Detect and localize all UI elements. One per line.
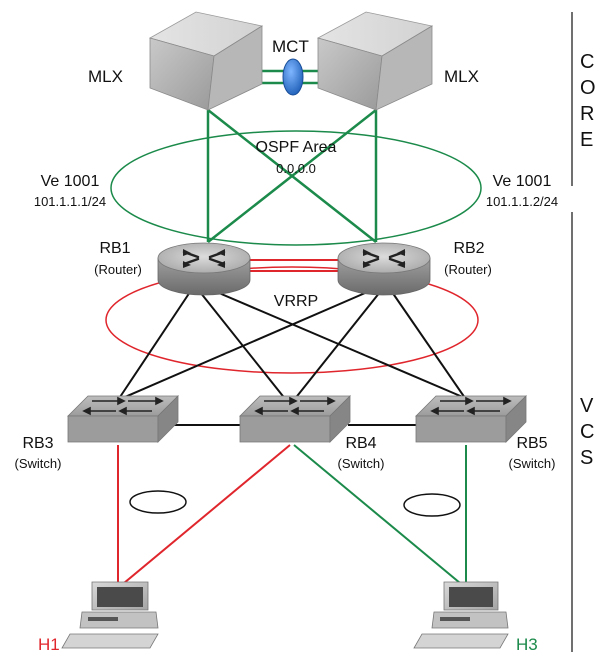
ospf-area-id: 0.0.0.0 (276, 161, 316, 176)
core-letter: C (580, 51, 594, 73)
router-rb2-icon (337, 242, 431, 296)
rb1-role-label: (Router) (94, 262, 142, 277)
rb3-role-label: (Switch) (15, 456, 62, 471)
core-letter: O (580, 77, 596, 99)
rb3-name-label: RB3 (22, 435, 53, 452)
host-h3-computer-icon (413, 581, 509, 649)
switch-rb4-icon (239, 395, 351, 443)
mlx-left-cube (148, 11, 264, 111)
router-rb1-icon (157, 242, 251, 296)
h1-label: H1 (38, 635, 60, 654)
mct-label: MCT (272, 37, 309, 56)
switch-rb5-icon (415, 395, 527, 443)
lag-ellipse-h1 (129, 490, 187, 514)
vcs-letter: S (580, 447, 593, 469)
rb2-role-label: (Router) (444, 262, 492, 277)
left-ip-label: 101.1.1.1/24 (34, 194, 106, 209)
switch-rb3-icon (67, 395, 179, 443)
rb1-name-label: RB1 (99, 240, 130, 257)
ospf-area-ellipse (110, 130, 482, 246)
host-links (117, 444, 467, 589)
h3-label: H3 (516, 635, 538, 654)
vrrp-ellipse (105, 266, 479, 374)
left-ve-label: Ve 1001 (41, 173, 100, 190)
core-side-label: C O R E (580, 51, 596, 151)
rb5-role-label: (Switch) (509, 456, 556, 471)
mlx-left-label: MLX (88, 67, 123, 86)
host-h1-computer-icon (61, 581, 159, 649)
router-interlink (244, 259, 342, 272)
right-ip-label: 101.1.1.2/24 (486, 194, 558, 209)
mct-icon (282, 58, 304, 96)
core-letter: R (580, 103, 594, 125)
rb4-role-label: (Switch) (338, 456, 385, 471)
rb4-name-label: RB4 (345, 435, 376, 452)
vcs-letter: V (580, 395, 594, 417)
rb2-name-label: RB2 (453, 240, 484, 257)
vrrp-label: VRRP (274, 293, 318, 310)
lag-ellipse-h3 (403, 493, 461, 517)
rb5-name-label: RB5 (516, 435, 547, 452)
ospf-area-title: OSPF Area (256, 139, 337, 156)
vcs-side-label: V C S (580, 395, 594, 469)
right-ve-label: Ve 1001 (493, 173, 552, 190)
vcs-letter: C (580, 421, 594, 443)
mlx-right-cube (316, 11, 434, 111)
router-switch-links (117, 289, 466, 426)
core-letter: E (580, 129, 593, 151)
mlx-right-label: MLX (444, 67, 479, 86)
